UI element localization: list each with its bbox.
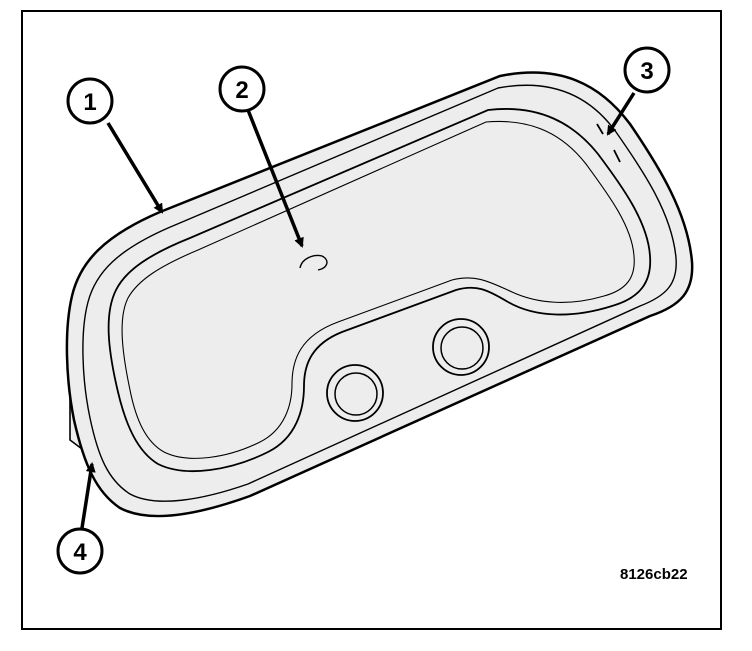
leader-line-2 — [246, 109, 304, 248]
housing-inner-rim — [82, 84, 677, 502]
callout-2-number: 2 — [235, 77, 248, 104]
callout-3: 3 — [623, 46, 671, 94]
callout-1-number: 1 — [83, 89, 96, 116]
switch-button-left — [326, 364, 384, 422]
figure-id-label: 8126cb22 — [620, 566, 688, 583]
callout-4: 4 — [56, 527, 104, 575]
switch-button-right — [432, 318, 490, 376]
lens-center — [299, 254, 328, 271]
callout-1: 1 — [66, 77, 114, 125]
lens-inner-line — [121, 120, 635, 459]
callout-4-number: 4 — [73, 539, 87, 566]
leader-line-4 — [80, 462, 96, 529]
release-notch — [596, 123, 621, 163]
callout-3-number: 3 — [640, 58, 653, 85]
leader-line-3 — [606, 92, 636, 136]
lens-outline — [107, 108, 652, 473]
callout-2: 2 — [218, 65, 266, 113]
leader-line-1 — [106, 122, 164, 214]
